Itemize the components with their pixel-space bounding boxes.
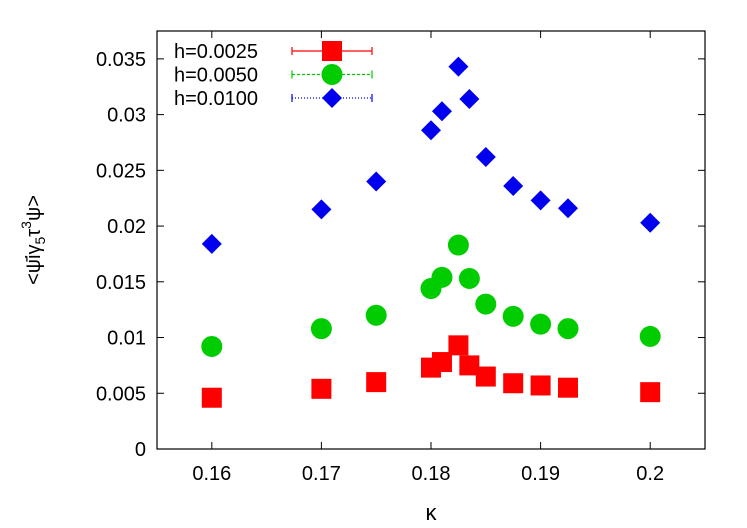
data-point-square	[640, 382, 661, 403]
y-tick-label: 0.03	[107, 105, 146, 127]
data-point-square	[366, 372, 387, 393]
y-tick-label: 0	[135, 439, 146, 461]
data-point-circle	[557, 318, 579, 340]
x-tick-label: 0.19	[521, 463, 560, 485]
y-tick-label: 0.035	[96, 49, 146, 71]
data-point-diamond	[640, 212, 661, 233]
data-point-circle	[201, 335, 223, 357]
x-tick-label: 0.18	[412, 463, 451, 485]
series-group	[201, 335, 661, 408]
data-point-square	[448, 335, 469, 356]
series-group	[201, 234, 661, 357]
data-point-circle	[458, 267, 480, 289]
x-tick-label: 0.2	[636, 463, 664, 485]
data-point-circle	[447, 234, 469, 256]
data-point-circle	[310, 318, 332, 340]
data-point-diamond	[459, 88, 480, 109]
axis-ticks: 0.16 0.17 0.18 0.19 0.2 0 0.005 0.01 0.015 0.02 0.…	[96, 31, 705, 485]
y-tick-label: 0.005	[96, 383, 146, 405]
data-point-square	[459, 355, 480, 376]
data-marks	[201, 56, 661, 408]
data-point-square	[431, 352, 452, 373]
data-point-diamond	[503, 175, 524, 196]
data-point-diamond	[366, 171, 387, 192]
data-point-circle	[365, 304, 387, 326]
legend-marker-circle	[321, 64, 343, 85]
series-group	[201, 56, 661, 254]
data-point-square	[475, 366, 496, 387]
x-tick-label: 0.17	[302, 463, 341, 485]
y-axis-label-suffix: ψ>	[23, 195, 45, 221]
data-point-circle	[530, 313, 552, 335]
data-point-circle	[475, 293, 497, 315]
data-point-diamond	[201, 233, 222, 254]
data-point-square	[558, 377, 578, 398]
legend-marker-diamond	[322, 88, 342, 108]
y-axis-label-subscript: 5	[32, 237, 48, 245]
legend-marker-square	[322, 41, 342, 61]
data-point-diamond	[431, 101, 452, 122]
y-axis-label-tau: τ	[23, 229, 45, 237]
data-point-diamond	[421, 120, 441, 141]
data-point-square	[503, 373, 524, 394]
x-axis-label: κ	[426, 500, 438, 523]
y-axis-label-prefix: <ψ̄iγ	[23, 245, 45, 285]
data-point-diamond	[475, 146, 496, 167]
y-tick-label: 0.025	[96, 160, 146, 182]
legend-entry-label: h=0.0050	[174, 65, 258, 87]
data-point-square	[201, 387, 222, 408]
legend-entry-label: h=0.0100	[174, 88, 258, 110]
y-tick-label: 0.015	[96, 272, 146, 294]
legend-entry-label: h=0.0025	[174, 41, 258, 63]
data-point-square	[311, 378, 332, 399]
data-point-diamond	[558, 198, 578, 219]
y-axis-label: <ψ̄iγ5τ3ψ>	[18, 195, 48, 285]
data-point-circle	[431, 266, 453, 288]
data-point-square	[530, 375, 551, 396]
data-point-diamond	[530, 190, 551, 211]
data-point-circle	[639, 325, 661, 347]
y-axis-label-superscript: 3	[18, 221, 34, 229]
data-point-diamond	[448, 56, 469, 77]
y-tick-label: 0.01	[107, 328, 146, 350]
y-tick-label: 0.02	[107, 216, 146, 238]
x-tick-label: 0.16	[192, 463, 231, 485]
data-point-circle	[502, 305, 524, 327]
data-point-diamond	[311, 199, 332, 220]
